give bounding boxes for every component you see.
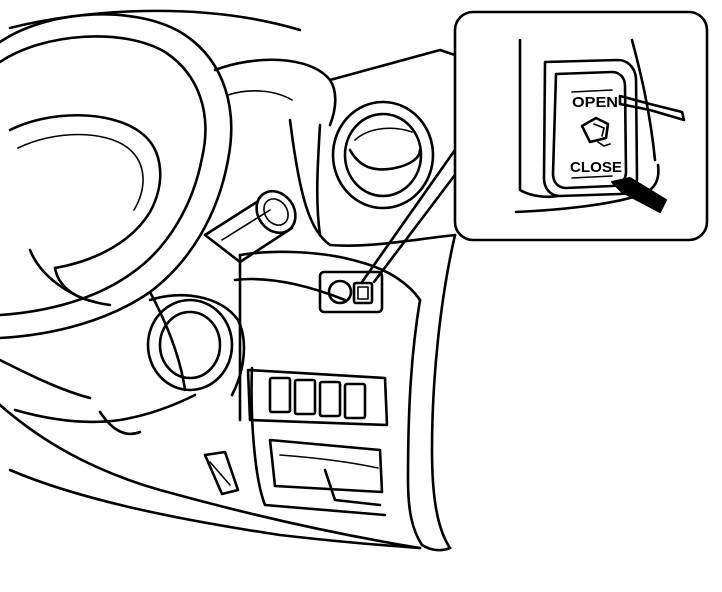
sunshade-switch-location (318, 270, 384, 314)
dashboard-lower (0, 233, 457, 552)
open-label: OPEN (572, 94, 618, 111)
switch-panel (246, 366, 389, 517)
window-sunshade-icon (580, 116, 611, 147)
steering-wheel (0, 13, 233, 340)
steering-column (0, 290, 197, 436)
dashboard-upper (8, 9, 457, 247)
combination-switch-lever (203, 189, 297, 264)
close-label: CLOSE (570, 159, 622, 176)
air-vent-center (331, 100, 435, 210)
open-pointer-arrow (618, 94, 686, 122)
close-pointer-arrow (611, 177, 667, 213)
